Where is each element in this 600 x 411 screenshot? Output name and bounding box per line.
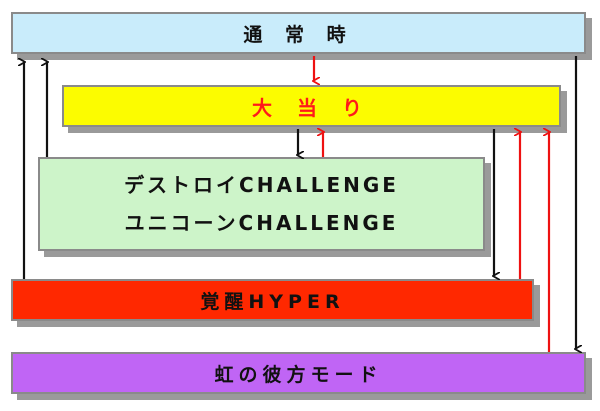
big-hit-label: 大 当 り <box>252 95 371 120</box>
rainbow-mode-label: 虹の彼方モード <box>214 363 383 386</box>
awakening-hyper-label: 覚醒HYPER <box>200 290 345 313</box>
rainbow-mode-box: 虹の彼方モード <box>11 352 586 394</box>
normal-mode-box: 通 常 時 <box>11 12 586 54</box>
big-hit-box: 大 当 り <box>62 85 561 127</box>
challenge-box: デストロイCHALLENGE ユニコーンCHALLENGE <box>38 157 485 251</box>
destroy-challenge-label: デストロイCHALLENGE <box>124 173 399 197</box>
unicorn-challenge-label: ユニコーンCHALLENGE <box>124 211 399 235</box>
normal-mode-label: 通 常 時 <box>243 23 354 46</box>
awakening-hyper-box: 覚醒HYPER <box>11 279 534 321</box>
